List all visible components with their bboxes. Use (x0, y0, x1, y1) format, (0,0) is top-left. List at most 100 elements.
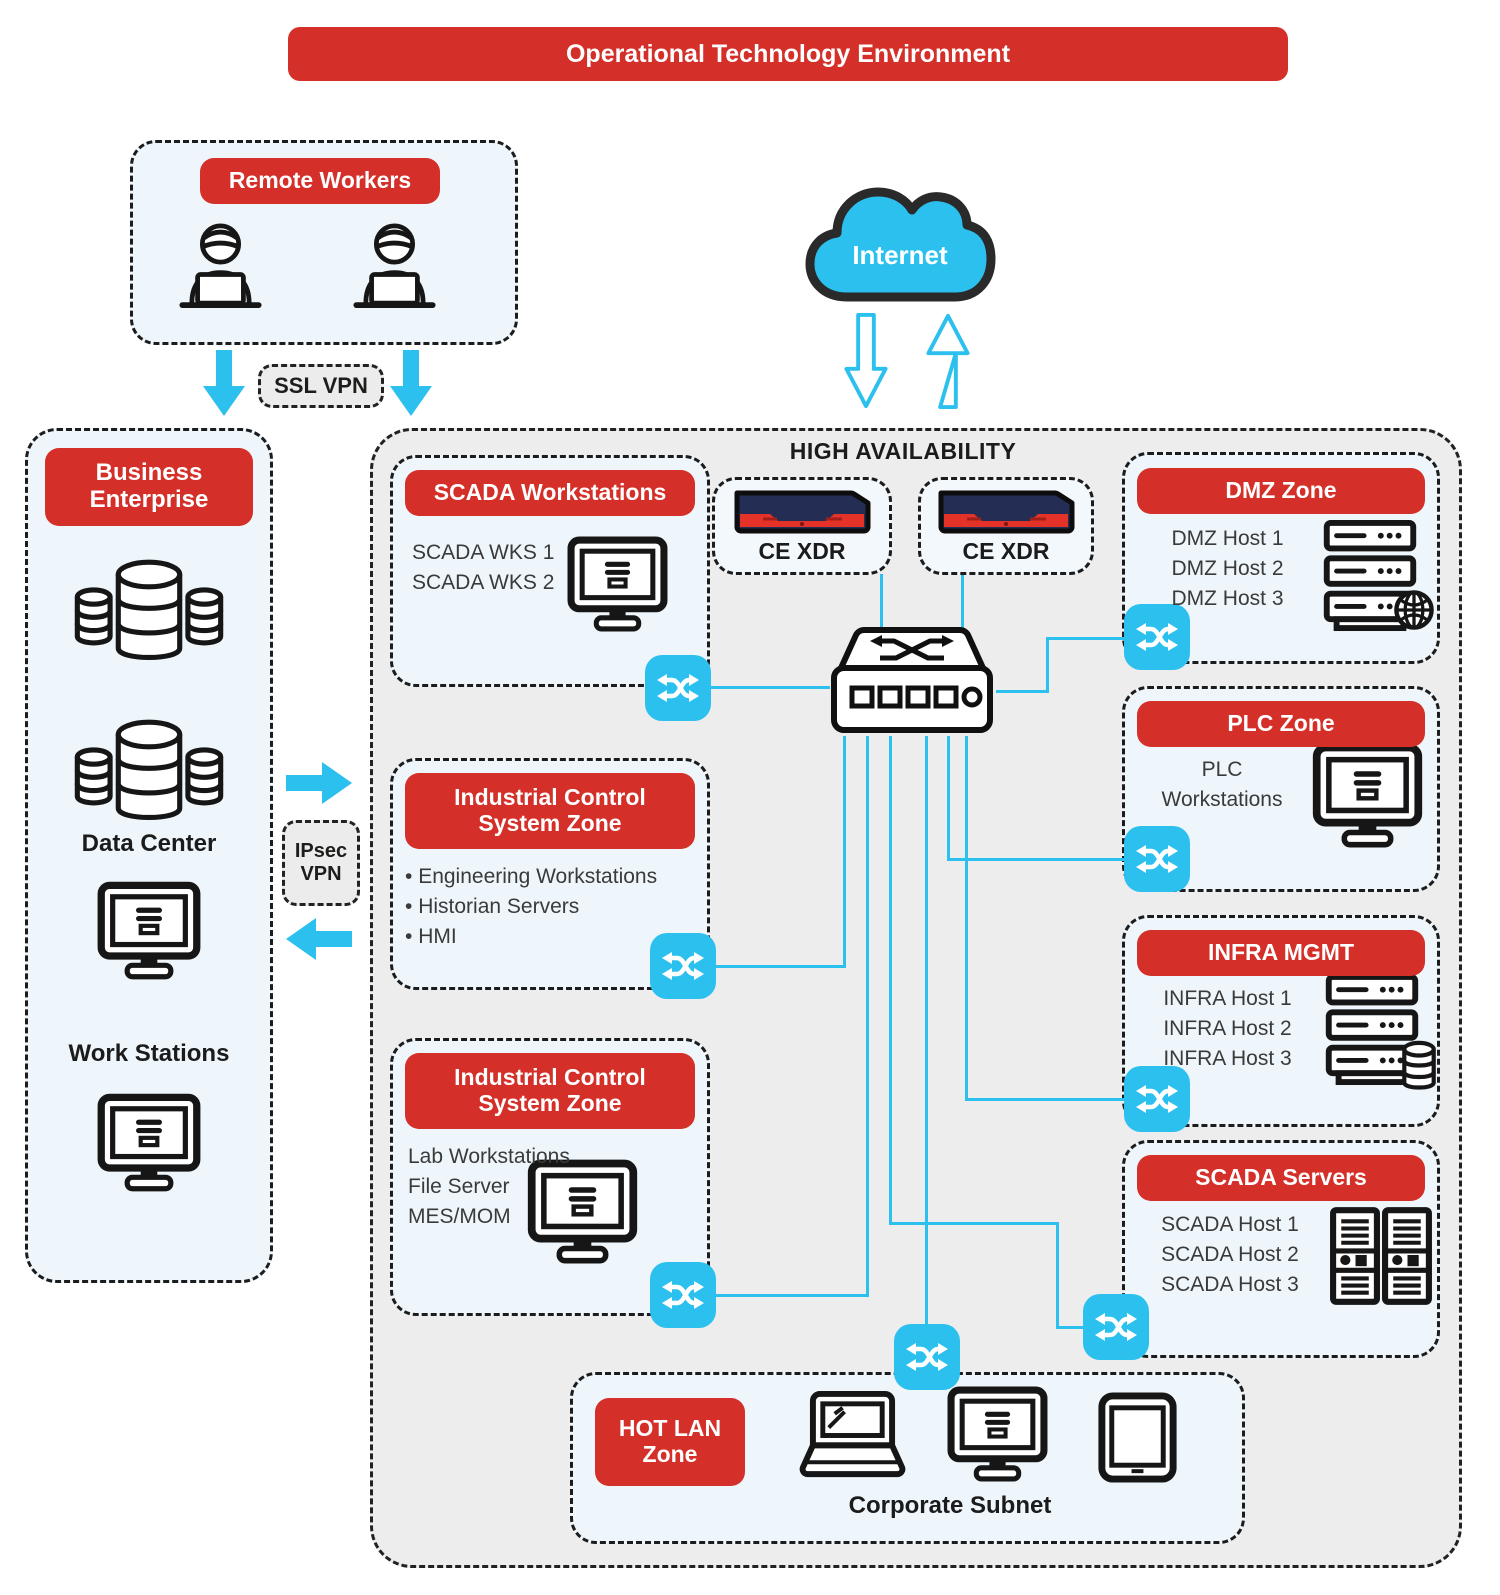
list-item: INFRA Host 2 (1163, 1016, 1292, 1040)
list-item: Historian Servers (405, 892, 705, 922)
ics-zone-bottom-title: Industrial Control System Zone (405, 1053, 695, 1129)
infra-mgmt-title: INFRA MGMT (1137, 930, 1425, 976)
remote-worker-icon (342, 215, 447, 315)
link-scadasrv (889, 736, 892, 1224)
database-icon (1398, 1038, 1440, 1094)
scada-workstations-title: SCADA Workstations (405, 470, 695, 516)
arrow-right-icon (286, 762, 352, 804)
network-switch-icon (1124, 1066, 1190, 1132)
network-switch-icon (650, 1262, 716, 1328)
internet-cloud-icon (800, 175, 1000, 320)
link-cexdr2-switch (961, 574, 964, 632)
arrow-down-icon (390, 350, 432, 416)
link-dmz (996, 690, 1048, 693)
ics-zone-top-title: Industrial Control System Zone (405, 773, 695, 849)
infra-host-list: INFRA Host 1 INFRA Host 2 INFRA Host 3 (1135, 984, 1320, 1073)
network-switch-icon (1124, 604, 1190, 670)
tablet-icon (1090, 1390, 1185, 1485)
dmz-zone-title: DMZ Zone (1137, 468, 1425, 514)
server-stack-icon (1322, 972, 1422, 1086)
ipsec-vpn-label: IPsec VPN (282, 820, 360, 906)
list-item: Workstations (1161, 787, 1283, 811)
link-infra (965, 736, 968, 1101)
list-item: INFRA Host 1 (1163, 987, 1292, 1010)
link-dmz (1046, 637, 1157, 640)
remote-worker-icon (168, 215, 273, 315)
data-center-label: Data Center (81, 830, 217, 857)
diagram-title-banner: Operational Technology Environment (288, 27, 1288, 81)
globe-icon (1392, 588, 1436, 632)
link-scadawks (678, 686, 830, 689)
ce-xdr-label-2: CE XDR (962, 538, 1050, 564)
dmz-host-list: DMZ Host 1 DMZ Host 2 DMZ Host 3 (1140, 524, 1315, 613)
database-cluster-icon (64, 712, 234, 840)
laptop-icon (795, 1388, 910, 1483)
plc-zone-title: PLC Zone (1137, 701, 1425, 747)
list-item: PLC (1201, 758, 1243, 781)
scada-workstations-list: SCADA WKS 1 SCADA WKS 2 (412, 538, 612, 598)
scada-servers-title: SCADA Servers (1137, 1155, 1425, 1201)
link-infra (965, 1098, 1159, 1101)
business-enterprise-title: Business Enterprise (45, 448, 253, 526)
high-availability-label: HIGH AVAILABILITY (789, 438, 1017, 464)
link-scadasrv (889, 1222, 1059, 1225)
scada-host-list: SCADA Host 1 SCADA Host 2 SCADA Host 3 (1135, 1210, 1325, 1299)
plc-zone-text: PLC Workstations (1137, 755, 1307, 815)
list-item: DMZ Host 2 (1171, 556, 1284, 580)
core-switch-icon (824, 622, 1000, 740)
work-stations-label: Work Stations (68, 1040, 230, 1067)
link-plc (947, 858, 1159, 861)
workstation-monitor-icon (95, 1092, 203, 1192)
list-item: SCADA WKS 2 (412, 570, 555, 594)
network-switch-icon (1083, 1294, 1149, 1360)
list-item: DMZ Host 3 (1171, 586, 1284, 610)
arrow-up-outline-icon (925, 312, 971, 410)
list-item: SCADA WKS 1 (412, 541, 555, 564)
ce-xdr-label-1: CE XDR (758, 538, 846, 564)
link-plc (947, 736, 950, 861)
list-item: SCADA Host 2 (1161, 1242, 1299, 1266)
list-item: MES/MOM (408, 1204, 511, 1228)
list-item: Lab Workstations (408, 1145, 570, 1168)
arrow-left-icon (286, 918, 352, 960)
list-item: SCADA Host 3 (1161, 1272, 1299, 1296)
arrow-down-outline-icon (843, 312, 889, 410)
list-item: Engineering Workstations (405, 862, 705, 892)
ipsec-line: IPsec (294, 840, 348, 862)
link-cexdr1-switch (880, 574, 883, 632)
list-item: File Server (408, 1174, 510, 1198)
link-ics1 (683, 965, 845, 968)
link-dmz (1046, 637, 1049, 693)
link-ics2 (866, 736, 869, 1297)
corporate-subnet-label: Corporate Subnet (848, 1492, 1052, 1519)
ipsec-line: VPN (300, 863, 342, 885)
link-ics2 (683, 1294, 868, 1297)
ics-zone-top-list: Engineering Workstations Historian Serve… (405, 862, 705, 951)
workstation-monitor-icon (525, 1158, 640, 1264)
workstation-monitor-icon (565, 535, 670, 632)
database-cluster-icon (64, 552, 234, 680)
ics-zone-bottom-list: Lab Workstations File Server MES/MOM (408, 1142, 608, 1231)
list-item: HMI (405, 922, 705, 952)
network-switch-icon (645, 655, 711, 721)
internet-label: Internet (852, 240, 948, 270)
arrow-down-icon (203, 350, 245, 416)
workstation-monitor-icon (1310, 742, 1425, 848)
network-switch-icon (894, 1324, 960, 1390)
list-item: DMZ Host 1 (1171, 527, 1284, 550)
xdr-appliance-icon (931, 488, 1081, 536)
workstation-monitor-icon (95, 880, 203, 980)
link-scadasrv (1056, 1222, 1059, 1329)
remote-workers-title: Remote Workers (200, 158, 440, 204)
xdr-appliance-icon (727, 488, 877, 536)
network-switch-icon (1124, 826, 1190, 892)
server-rack-icon (1328, 1205, 1434, 1307)
link-hotlan (925, 736, 928, 1328)
list-item: INFRA Host 3 (1163, 1046, 1292, 1070)
hot-lan-zone-title: HOT LAN Zone (595, 1398, 745, 1486)
list-item: SCADA Host 1 (1161, 1213, 1299, 1236)
desktop-monitor-icon (945, 1385, 1050, 1482)
ssl-vpn-label: SSL VPN (258, 364, 384, 408)
server-stack-icon (1320, 518, 1420, 632)
